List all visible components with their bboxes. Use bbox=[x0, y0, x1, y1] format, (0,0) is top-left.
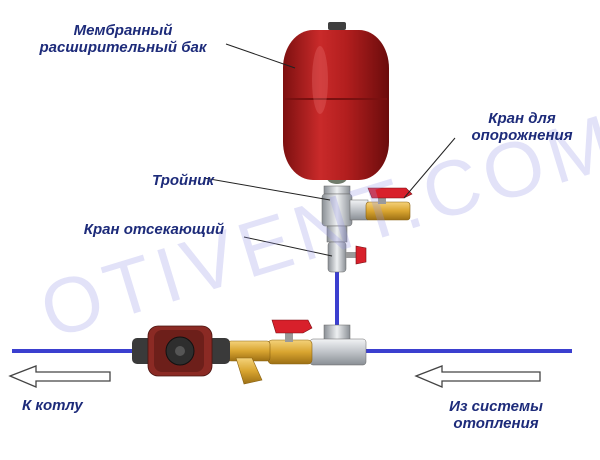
drain-valve-label: Кран для опорожнения bbox=[452, 110, 592, 144]
tank-label-line-2: расширительный бак bbox=[39, 39, 207, 56]
main-tee-icon bbox=[309, 324, 367, 366]
tank-label-line-1: Мембранный bbox=[73, 22, 173, 39]
arrow-left-icon-return bbox=[414, 365, 541, 388]
pump-icon bbox=[132, 325, 230, 377]
from-system-label-line-1: Из системы bbox=[449, 398, 543, 415]
arrow-left-icon bbox=[8, 365, 111, 388]
tank-label: Мембранный расширительный бак bbox=[16, 22, 230, 56]
tee-label: Тройник bbox=[151, 172, 215, 189]
expansion-tank-icon bbox=[283, 22, 389, 184]
shutoff-valve-label: Кран отсекающий bbox=[83, 221, 225, 238]
leader-lines bbox=[203, 43, 456, 257]
from-system-label-line-2: отопления bbox=[453, 415, 539, 432]
shutoff-valve-icon bbox=[326, 225, 367, 273]
drain-valve-label-line-1: Кран для bbox=[488, 110, 556, 127]
to-boiler-label: К котлу bbox=[22, 397, 83, 414]
drain-valve-icon bbox=[365, 187, 413, 221]
ball-valve-icon bbox=[267, 319, 313, 365]
drain-valve-label-line-2: опорожнения bbox=[471, 127, 573, 144]
from-system-label: Из системы отопления bbox=[436, 398, 556, 432]
strainer-icon bbox=[227, 340, 271, 385]
tee-fitting-icon bbox=[321, 185, 369, 227]
